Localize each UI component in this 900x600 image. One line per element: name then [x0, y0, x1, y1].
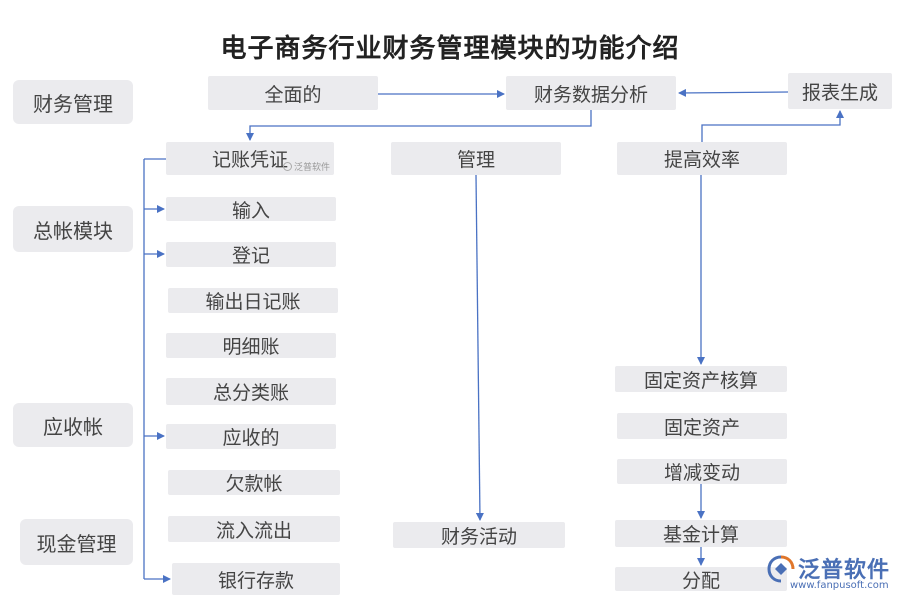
brand-name: 泛普软件: [798, 558, 891, 583]
node-register: 登记: [166, 242, 336, 267]
node-comprehensive: 全面的: [208, 76, 378, 110]
watermark-small: 泛普软件: [283, 160, 330, 173]
node-output-journal: 输出日记账: [168, 288, 338, 313]
brand-url: www.fanpusoft.com: [790, 580, 889, 591]
watermark-logo-icon: [283, 162, 292, 171]
node-arrears: 欠款帐: [168, 470, 340, 495]
node-inflow-outflow: 流入流出: [168, 516, 340, 542]
brand-logo: 泛普软件 www.fanpusoft.com: [766, 552, 896, 596]
node-management: 管理: [391, 142, 561, 175]
node-improve-efficiency: 提高效率: [617, 142, 787, 175]
category-receivables: 应收帐: [13, 403, 133, 447]
category-general-ledger: 总帐模块: [13, 206, 133, 252]
node-voucher: 记账凭证: [166, 142, 334, 175]
node-detail-ledger: 明细账: [166, 333, 336, 358]
node-financial-data-analysis: 财务数据分析: [506, 76, 676, 110]
arrow-report-to-analysis: [678, 88, 789, 97]
node-general-ledger: 总分类账: [166, 378, 336, 405]
node-allocation: 分配: [615, 567, 787, 592]
node-fund-calculation: 基金计算: [615, 520, 787, 547]
category-cash-management: 现金管理: [20, 519, 133, 565]
arrow-efficiency-to-report: [701, 110, 844, 142]
node-fixed-assets: 固定资产: [617, 413, 787, 439]
node-fixed-asset-accounting: 固定资产核算: [615, 366, 787, 392]
node-input: 输入: [166, 197, 336, 222]
arrow-management-to-activities: [475, 174, 484, 521]
arrow-analysis-to-voucher: [246, 110, 592, 141]
node-increase-decrease: 增减变动: [617, 459, 787, 484]
node-bank-deposit: 银行存款: [172, 563, 340, 595]
node-report-generation: 报表生成: [788, 73, 892, 109]
node-receivable: 应收的: [166, 424, 336, 449]
brand-logo-icon: [767, 555, 795, 583]
diagram-title: 电子商务行业财务管理模块的功能介绍: [220, 34, 680, 64]
category-finance-management: 财务管理: [13, 80, 133, 124]
node-financial-activities: 财务活动: [393, 522, 565, 548]
